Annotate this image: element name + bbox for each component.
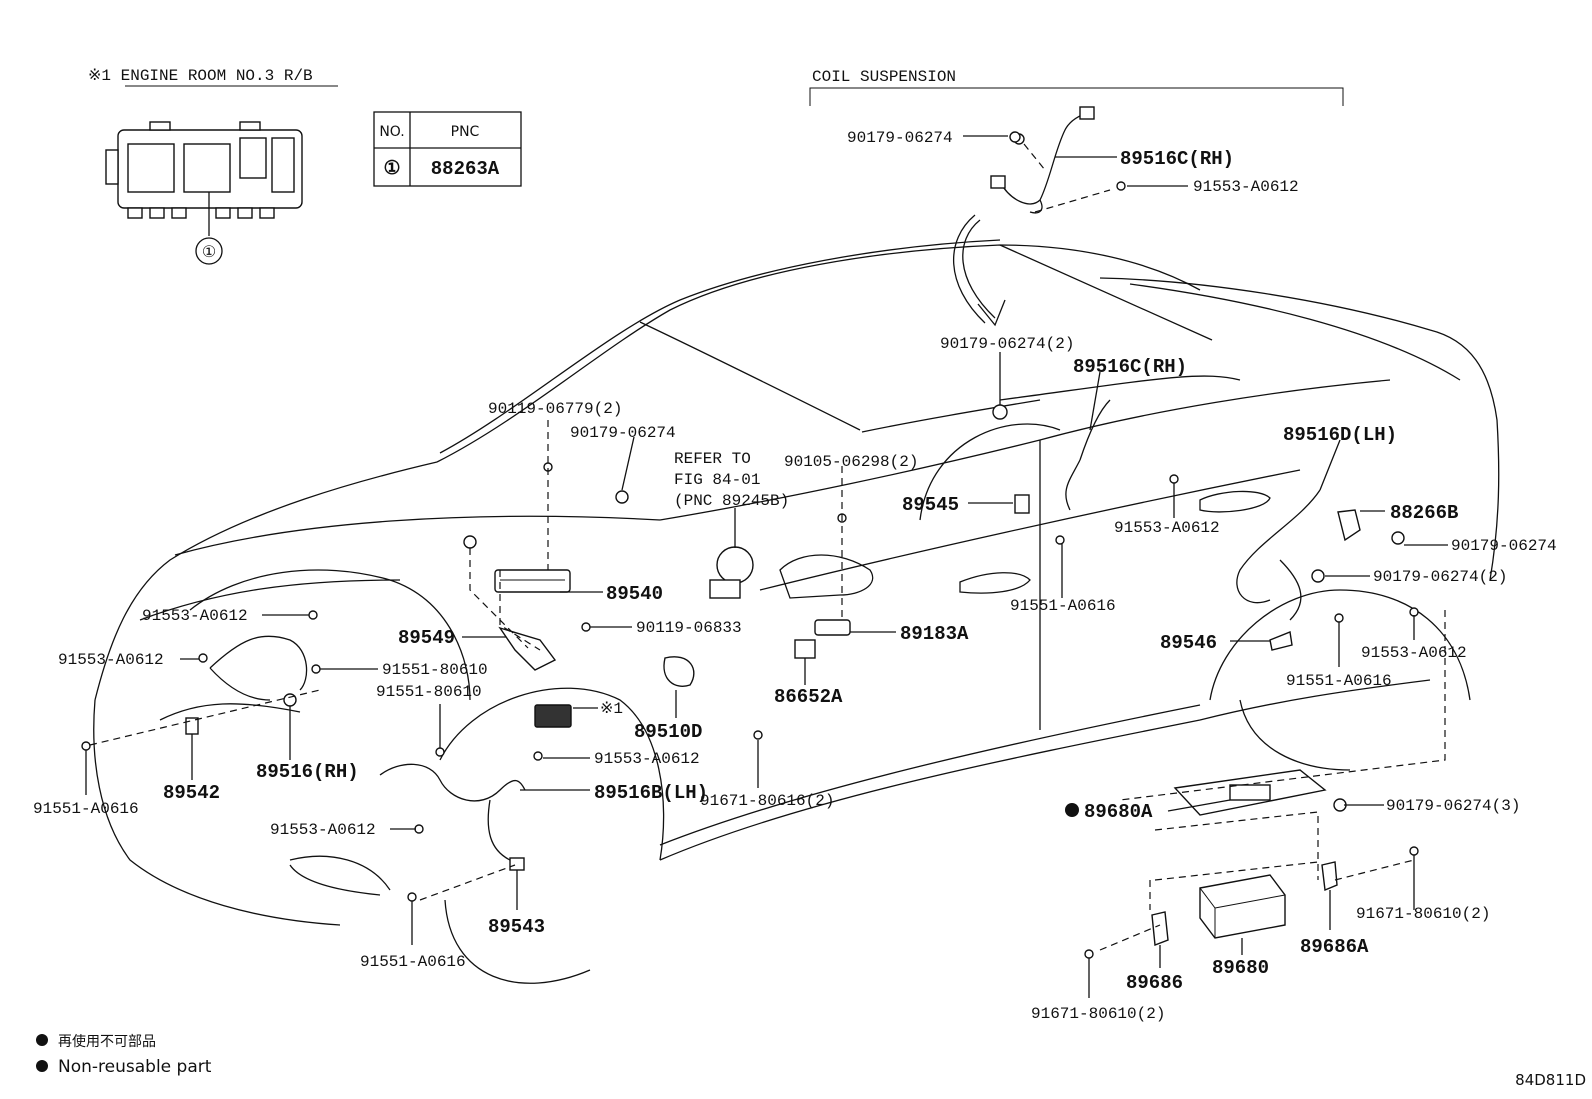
relay-block-drawing [105,121,303,265]
vehicle-outline [93,239,1500,984]
coil-suspension-title: COIL SUSPENSION [812,68,956,86]
label-89686a: 89686A [1300,936,1369,958]
label-89183a: 89183A [900,623,969,645]
label-89516c-rh-a: 89516C(RH) [1120,148,1234,170]
label-89516-rh: 89516(RH) [256,761,359,783]
label-91553-a0612-g: 91553-A0612 [270,821,376,839]
coil-suspension-bracket [809,87,1344,106]
legend-bullet-jp [36,1034,48,1046]
non-reusable-mark-89680a [1065,803,1079,817]
table-header-no: NO. [379,124,404,140]
label-86652a: 86652A [774,686,843,708]
figure-code: 84D811D [1515,1071,1586,1089]
label-90179-06274-c: 90179-06274 [1451,537,1557,555]
label-91551-80610-a: 91551-80610 [382,661,488,679]
table-cell-no: ① [383,158,400,180]
table-cell-pnc: 88263A [431,158,500,180]
refer-line-2: FIG 84-01 [674,471,760,489]
label-89680a: 89680A [1084,801,1153,823]
label-89680: 89680 [1212,957,1269,979]
label-91551-80610-b: 91551-80610 [376,683,482,701]
label-89542: 89542 [163,782,220,804]
star-ref: ※1 [600,700,623,718]
label-91553-a0612-e: 91553-A0612 [1361,644,1467,662]
label-91551-a0616-d: 91551-A0616 [360,953,466,971]
label-91551-a0616-c: 91551-A0616 [33,800,139,818]
label-91671-80616: 91671-80616(2) [700,792,834,810]
legend-bullet-en [36,1060,48,1072]
label-91553-a0612-f: 91553-A0612 [594,750,700,768]
label-90119-06779: 90119-06779(2) [488,400,622,418]
relay-callout: ① [202,244,216,262]
label-89540: 89540 [606,583,663,605]
label-89516d-lh: 89516D(LH) [1283,424,1397,446]
pnc-table [373,111,522,187]
label-91553-a0612-d: 91553-A0612 [58,651,164,669]
legend-jp: 再使用不可部品 [58,1033,156,1050]
label-91553-a0612-b: 91553-A0612 [1114,519,1220,537]
label-90179-06274-3: 90179-06274(3) [1386,797,1520,815]
coil-harness-drawing [990,106,1111,214]
refer-line-3: (PNC 89245B) [674,492,789,510]
flow-arrow [962,219,996,319]
label-90179-06274-a: 90179-06274 [847,129,953,147]
refer-line-1: REFER TO [674,450,751,468]
leader-lines [85,135,1448,998]
label-91671-80610-a: 91671-80610(2) [1356,905,1490,923]
label-89516b-lh: 89516B(LH) [594,782,708,804]
label-89549: 89549 [398,627,455,649]
label-90179-06274-2-b: 90179-06274(2) [1373,568,1507,586]
table-header-pnc: PNC [451,124,480,140]
legend-en: Non-reusable part [58,1057,212,1077]
label-91553-a0612-a: 91553-A0612 [1193,178,1299,196]
label-89686: 89686 [1126,972,1183,994]
label-88266b: 88266B [1390,502,1458,524]
label-90179-06274-b: 90179-06274 [570,424,676,442]
label-89546: 89546 [1160,632,1217,654]
label-90119-06833: 90119-06833 [636,619,742,637]
label-90105-06298: 90105-06298(2) [784,453,918,471]
engine-room-note: ※1 ENGINE ROOM NO.3 R/B [88,67,313,85]
label-89516c-rh-b: 89516C(RH) [1073,356,1187,378]
label-91671-80610-b: 91671-80610(2) [1031,1005,1165,1023]
label-91551-a0616-a: 91551-A0616 [1010,597,1116,615]
label-89543: 89543 [488,916,545,938]
label-90179-06274-2-a: 90179-06274(2) [940,335,1074,353]
label-89510d: 89510D [634,721,702,743]
label-91551-a0616-b: 91551-A0616 [1286,672,1392,690]
label-89545: 89545 [902,494,959,516]
label-91553-a0612-c: 91553-A0612 [142,607,248,625]
